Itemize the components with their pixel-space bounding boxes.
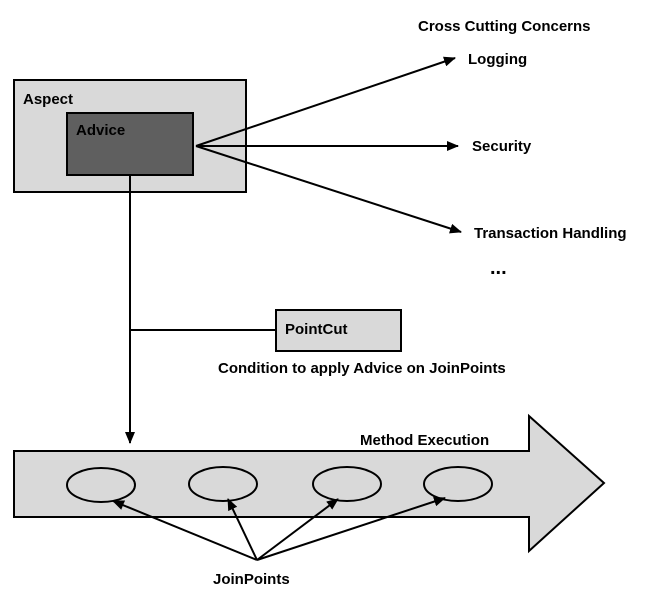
pointcut-box <box>275 309 402 352</box>
joinpoint-arrow <box>112 500 258 561</box>
joinpoint-arrow <box>227 498 258 561</box>
joinpoints-label: JoinPoints <box>213 571 290 588</box>
pointcut-label: PointCut <box>285 321 348 338</box>
arrow-to-transaction-handling <box>195 145 462 234</box>
concern-transaction-handling: Transaction Handling <box>474 225 627 242</box>
cross-cutting-concerns-heading: Cross Cutting Concerns <box>418 18 591 35</box>
more-concerns-ellipsis: ... <box>490 257 507 279</box>
joinpoint-ellipse <box>188 466 258 502</box>
method-execution-arrow <box>13 413 606 554</box>
arrow-to-logging <box>195 56 456 147</box>
advice-label: Advice <box>76 122 126 139</box>
joinpoint-ellipse <box>66 467 136 503</box>
pointcut-caption: Condition to apply Advice on JoinPoints <box>218 360 506 377</box>
concern-security: Security <box>472 138 532 155</box>
concern-logging: Logging <box>468 51 528 68</box>
aspect-label: Aspect <box>23 91 74 108</box>
joinpoint-ellipse <box>423 466 493 502</box>
joinpoint-ellipse <box>312 466 382 502</box>
advice-box <box>66 112 194 176</box>
method-execution-label: Method Execution <box>360 432 490 449</box>
joinpoint-arrow <box>256 498 339 561</box>
joinpoint-arrow <box>256 496 446 561</box>
